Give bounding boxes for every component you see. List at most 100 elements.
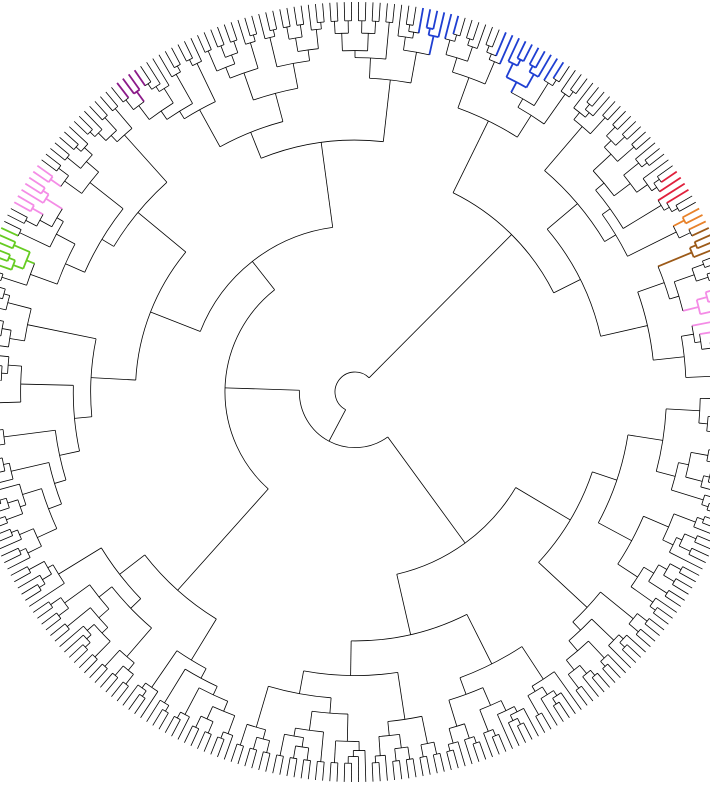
branch [626, 644, 642, 658]
branch [635, 137, 651, 150]
branch [552, 79, 557, 86]
branch-arc [198, 687, 228, 702]
branch [649, 605, 656, 611]
branch-arc [283, 26, 291, 29]
branch [266, 740, 270, 753]
branch [585, 112, 590, 118]
branch [122, 684, 139, 706]
branch [417, 7, 425, 34]
branch [244, 748, 251, 767]
branch-arc [570, 89, 577, 94]
branch [467, 38, 471, 46]
branch [657, 251, 693, 268]
branch [21, 188, 44, 204]
branch [13, 244, 31, 253]
branch [407, 746, 411, 760]
branch [158, 54, 173, 78]
branch [560, 692, 576, 714]
branch [0, 345, 9, 348]
branch [0, 528, 11, 534]
branch-arc [26, 263, 35, 286]
branch-arc [334, 371, 370, 411]
branch [210, 29, 219, 48]
branch [262, 729, 266, 740]
branch [17, 195, 35, 207]
branch [523, 708, 539, 737]
branch [299, 670, 305, 694]
branch [628, 623, 639, 633]
branch [220, 731, 224, 739]
branch [694, 341, 701, 343]
branch [617, 563, 638, 578]
branch [672, 584, 689, 595]
branch [387, 436, 466, 544]
branch [623, 162, 639, 176]
branch [1, 276, 27, 286]
branch [210, 736, 219, 755]
branch [466, 614, 493, 665]
branch-arc [354, 57, 386, 60]
branch [227, 715, 236, 734]
branch [602, 668, 616, 683]
branch [74, 416, 92, 419]
branch [678, 462, 689, 466]
branch [155, 86, 160, 92]
branch-arc [678, 533, 686, 547]
branch [250, 132, 262, 159]
branch [341, 33, 343, 51]
branch [322, 761, 325, 781]
branch [275, 93, 284, 122]
branch [136, 91, 145, 103]
branch [535, 716, 546, 733]
branch-arc [604, 146, 618, 162]
branch [590, 670, 596, 676]
branch [369, 57, 371, 79]
branch [704, 494, 710, 497]
branch [690, 452, 708, 456]
branch [36, 164, 54, 178]
branch [572, 621, 581, 631]
branch-arc [8, 330, 12, 347]
branch [0, 308, 7, 311]
branch-arc [160, 699, 170, 706]
branch [58, 167, 69, 177]
branch [160, 110, 168, 120]
branch [111, 681, 124, 697]
branch [704, 265, 710, 268]
branch-arc [52, 564, 65, 584]
branch [243, 72, 254, 101]
branch [207, 50, 218, 72]
branch [138, 105, 150, 120]
branch [617, 115, 632, 130]
branch [612, 110, 626, 125]
branch [73, 649, 88, 663]
branch-arc [133, 101, 145, 110]
branch [0, 522, 8, 527]
branch [101, 238, 114, 247]
branch [24, 182, 42, 195]
branch [682, 207, 700, 219]
branch-arc [200, 715, 214, 723]
branch [364, 750, 367, 782]
branch [300, 5, 305, 25]
branch [164, 51, 175, 68]
branch [233, 40, 239, 53]
branch [508, 722, 520, 746]
branch [54, 628, 70, 642]
branch [630, 586, 654, 603]
branch [542, 686, 548, 695]
branch [364, 2, 367, 21]
branch [272, 10, 278, 30]
branch [64, 131, 79, 145]
branch [127, 73, 141, 91]
branch-arc [693, 517, 698, 527]
branch [307, 760, 311, 780]
branch [130, 598, 141, 609]
branch [217, 26, 225, 45]
branch [553, 671, 582, 710]
branch [459, 17, 466, 36]
branch [244, 17, 251, 36]
branch [540, 698, 558, 726]
branch [42, 190, 50, 196]
branch [606, 126, 616, 137]
